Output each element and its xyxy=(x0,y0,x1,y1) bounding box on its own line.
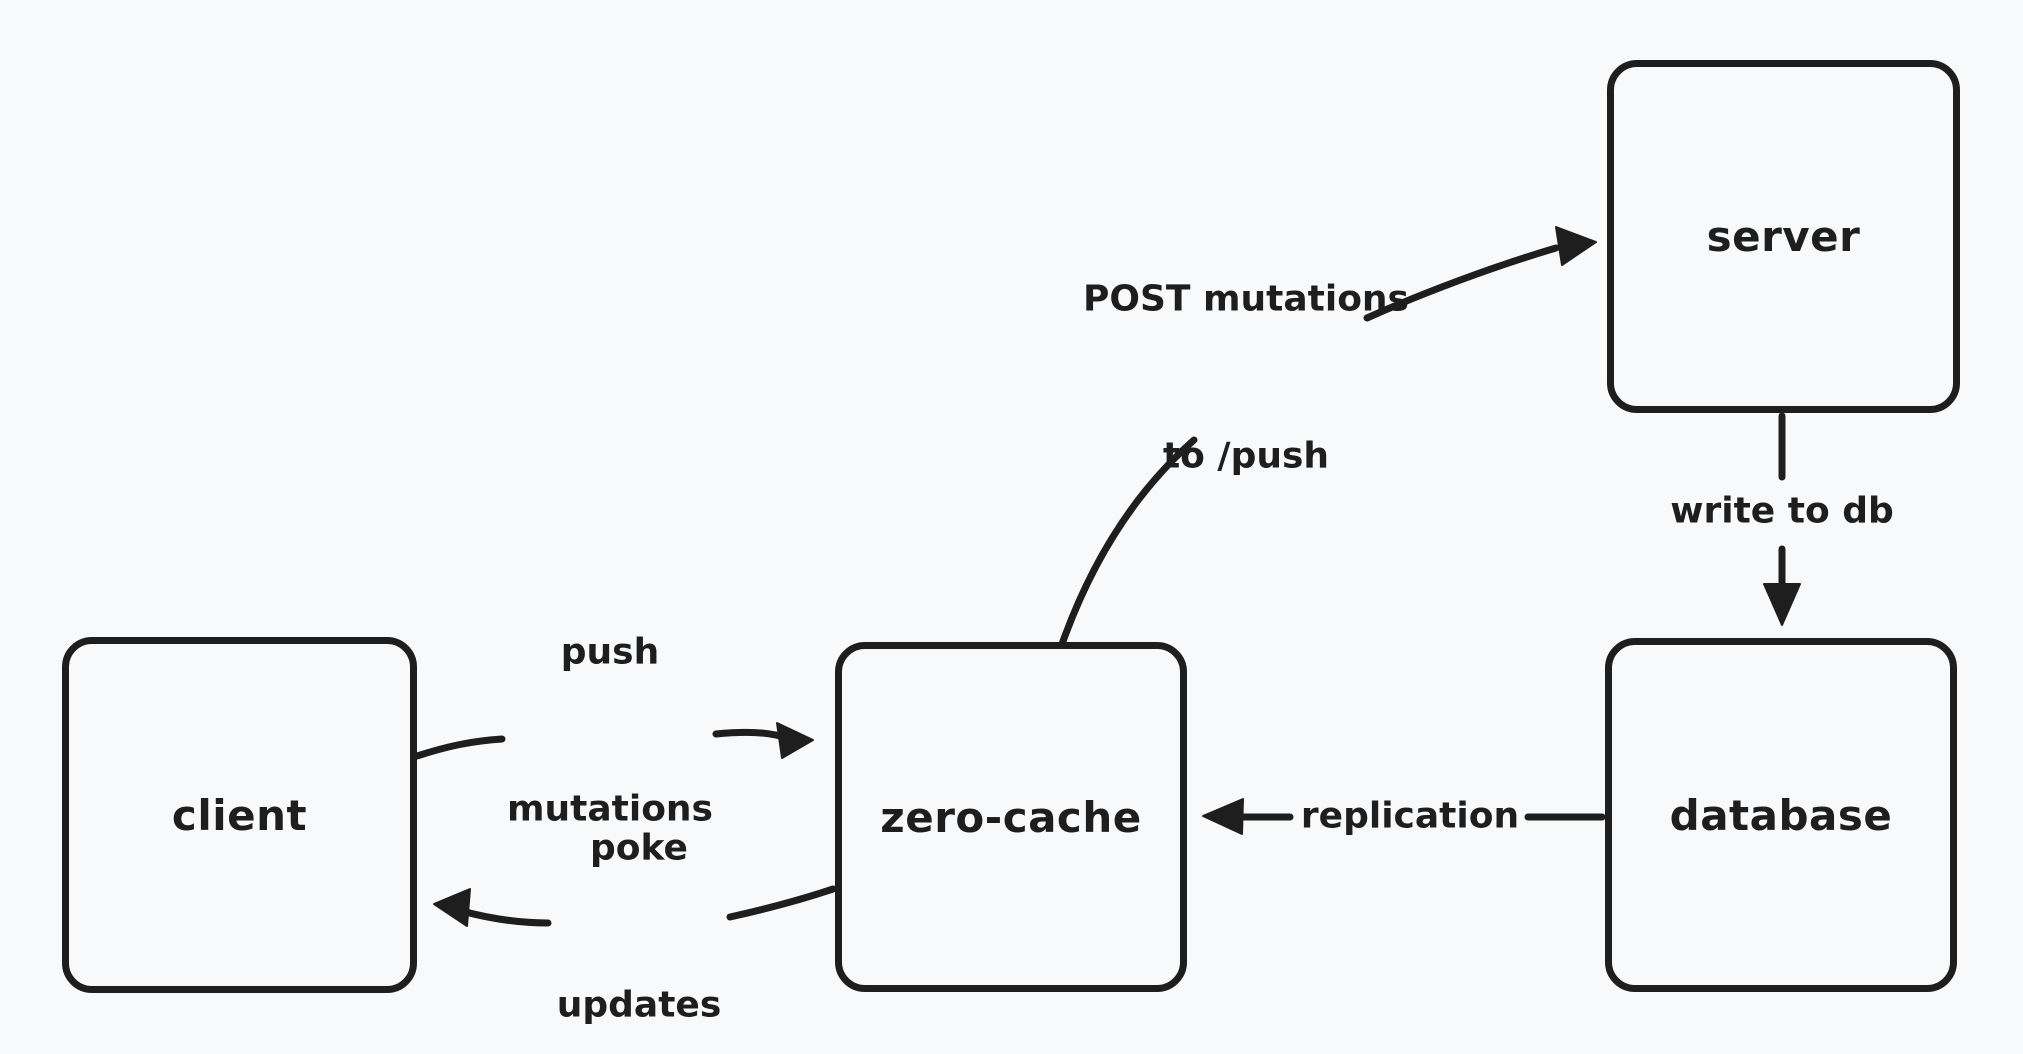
edge-label-write-to-db-line1: write to db xyxy=(1670,490,1894,532)
edge-label-push-mutations-line2: mutations xyxy=(507,788,713,830)
edge-label-poke-updates: poke updates xyxy=(557,718,722,1054)
node-server-label: server xyxy=(1706,212,1861,261)
arrowhead-left2 xyxy=(1202,798,1244,835)
edge-label-post-mutations: POST mutations to /push xyxy=(1083,169,1409,587)
edge-label-push-mutations: push mutations xyxy=(507,522,713,940)
node-database-label: database xyxy=(1669,790,1893,840)
edge-label-replication: replication xyxy=(1301,687,1519,948)
edge-label-push-mutations-line1: push xyxy=(560,631,660,673)
edge-label-post-mutations-line1: POST mutations xyxy=(1083,278,1409,320)
node-client: client xyxy=(62,637,417,993)
edge-label-replication-line1: replication xyxy=(1300,795,1520,837)
node-zero-cache: zero-cache xyxy=(835,642,1187,992)
arrowhead-right xyxy=(776,722,814,759)
edge-label-post-mutations-line2: to /push xyxy=(1162,435,1330,477)
arrowhead-right-up xyxy=(1555,226,1597,266)
edge-label-write-to-db: write to db xyxy=(1670,382,1894,643)
node-database: database xyxy=(1605,638,1957,992)
node-client-label: client xyxy=(171,790,308,840)
edge-label-poke-updates-line2: updates xyxy=(556,984,722,1026)
node-server: server xyxy=(1607,60,1960,413)
node-zero-cache-label: zero-cache xyxy=(880,792,1142,842)
arrowhead-left xyxy=(433,888,471,927)
edge-label-poke-updates-line1: poke xyxy=(590,827,688,869)
